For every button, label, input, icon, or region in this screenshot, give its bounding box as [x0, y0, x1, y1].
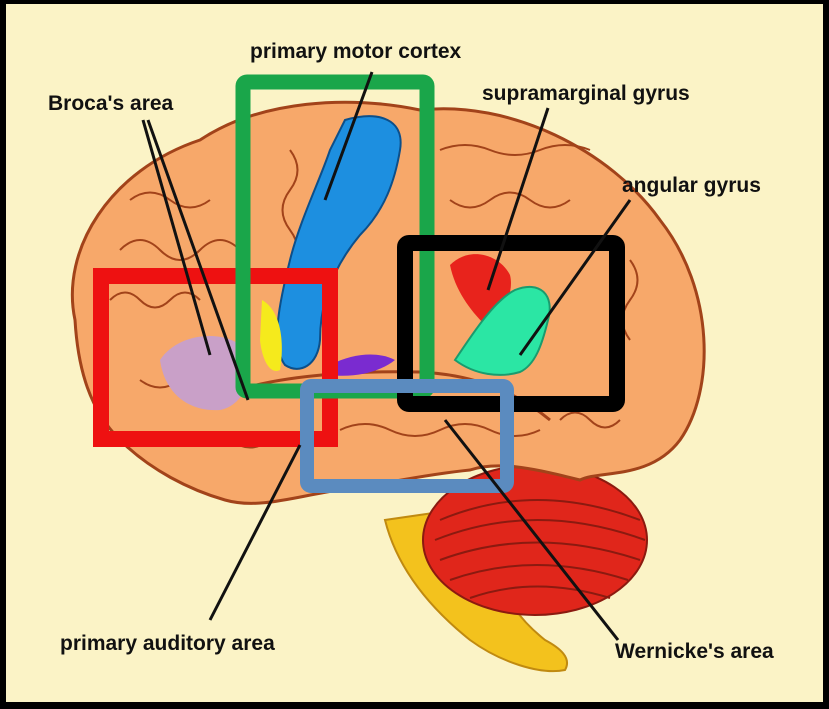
label-brocas-area: Broca's area — [48, 92, 174, 115]
label-wernickes-area: Wernicke's area — [615, 640, 774, 663]
label-primary-motor-cortex: primary motor cortex — [250, 40, 462, 63]
label-supramarginal-gyrus: supramarginal gyrus — [482, 82, 690, 105]
label-angular-gyrus: angular gyrus — [622, 174, 761, 197]
label-primary-auditory-area: primary auditory area — [60, 632, 275, 655]
